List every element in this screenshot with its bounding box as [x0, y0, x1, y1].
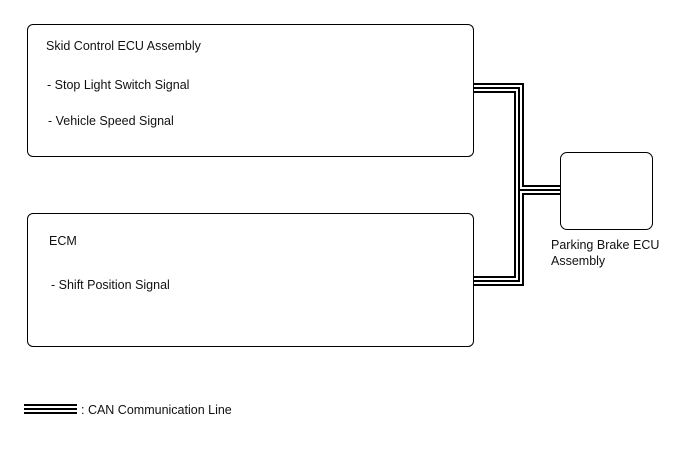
- skid-control-ecu-title: Skid Control ECU Assembly: [46, 39, 201, 53]
- can-line-outer: [474, 83, 561, 187]
- vehicle-speed-signal: - Vehicle Speed Signal: [48, 114, 174, 128]
- parking-brake-ecu-label-line2: Assembly: [551, 254, 606, 268]
- parking-brake-ecu-box: [560, 152, 653, 230]
- legend-label: : CAN Communication Line: [81, 403, 232, 417]
- can-line-middle: [474, 87, 561, 191]
- can-bus-lines: [474, 83, 561, 286]
- can-line-outer-lower: [474, 193, 561, 286]
- parking-brake-ecu-label-line1: Parking Brake ECU: [551, 238, 660, 252]
- ecm-title: ECM: [49, 234, 77, 248]
- can-line-middle-lower: [474, 190, 520, 282]
- can-line-inner: [474, 91, 516, 278]
- legend-swatch: [24, 404, 77, 414]
- shift-position-signal: - Shift Position Signal: [51, 278, 170, 292]
- stop-light-switch-signal: - Stop Light Switch Signal: [47, 78, 190, 92]
- skid-control-ecu-box: [27, 24, 474, 157]
- ecm-box: [27, 213, 474, 347]
